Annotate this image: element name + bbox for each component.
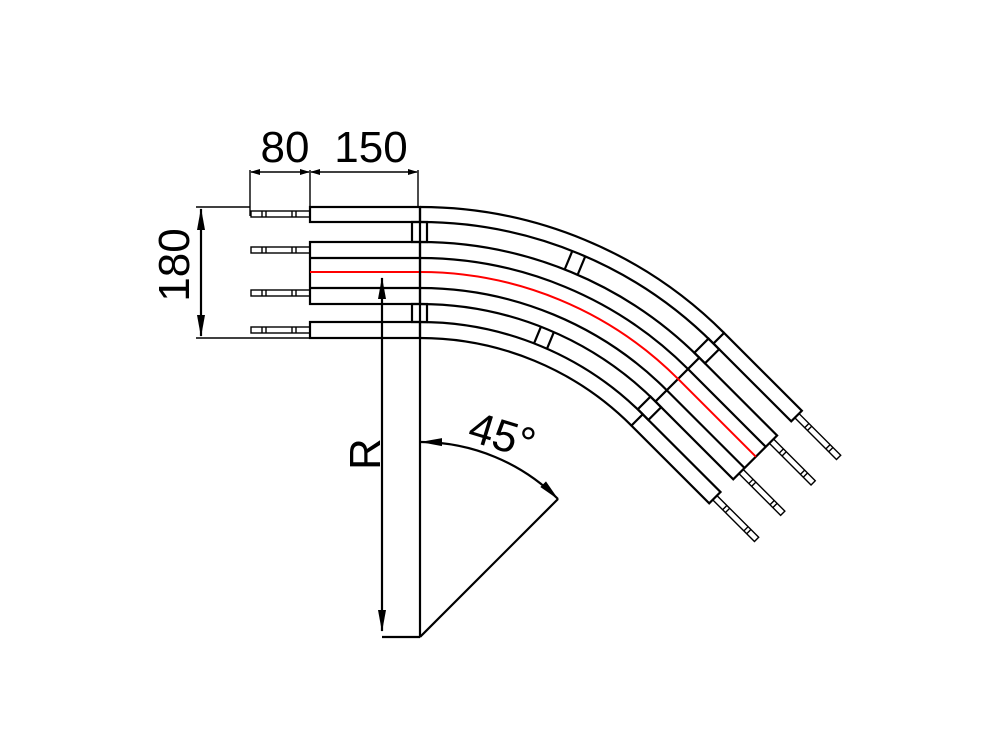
- track-arc-line: [419, 205, 725, 334]
- track-arc-line: [419, 302, 657, 403]
- dimension-extension-lines: [249, 170, 419, 222]
- radius-label: R: [341, 438, 390, 470]
- straight-length-label: 150: [334, 123, 407, 172]
- track-arc-line: [419, 256, 689, 370]
- width-label: 180: [150, 228, 199, 301]
- right-straight-section: [625, 326, 845, 547]
- track-arc-line: [419, 240, 701, 359]
- curved-section: [419, 205, 725, 427]
- angle-label: 45°: [463, 403, 541, 469]
- track-arc-line: [419, 336, 633, 427]
- angle-dimension-arc: [420, 438, 559, 500]
- centerline-arc: [419, 271, 679, 380]
- pin-length-label: 80: [261, 123, 310, 172]
- track-arc-line: [419, 286, 668, 391]
- angle-reference-line: [419, 498, 559, 638]
- width-extension-lines: [196, 206, 310, 339]
- arc-dividers: [533, 250, 587, 350]
- track-arc-line: [419, 320, 644, 416]
- track-arc-line: [419, 220, 715, 345]
